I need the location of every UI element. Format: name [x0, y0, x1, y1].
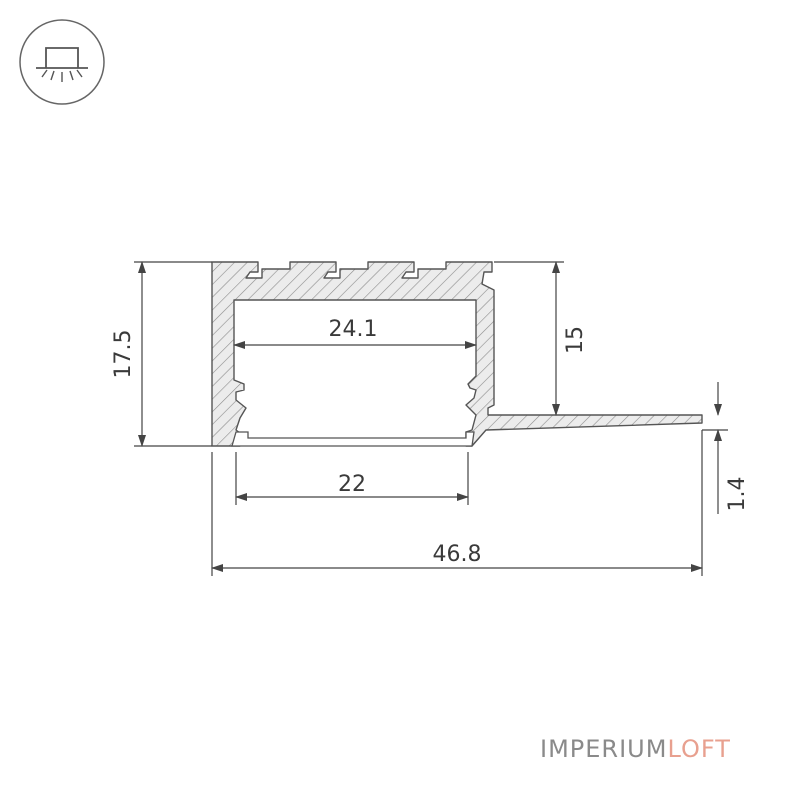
dim-cavity-height-label: 15	[563, 326, 588, 354]
dim-total-height-label: 17.5	[111, 330, 136, 379]
ceiling-recessed-light-icon	[19, 19, 105, 105]
dim-diffuser-width-label: 22	[338, 472, 366, 497]
dimension-lines	[134, 261, 728, 576]
diffuser	[231, 431, 475, 447]
aluminium-profile	[211, 261, 703, 447]
brand-logo: IMPERIUMLOFT	[540, 735, 731, 763]
dim-flange-thickness-label: 1.4	[725, 477, 750, 512]
brand-name-part2: LOFT	[667, 735, 731, 763]
dim-inner-width-label: 24.1	[329, 317, 378, 342]
brand-name-part1: IMPERIUM	[540, 735, 668, 763]
dim-total-width-label: 46.8	[433, 542, 482, 567]
profile-section	[211, 261, 703, 447]
